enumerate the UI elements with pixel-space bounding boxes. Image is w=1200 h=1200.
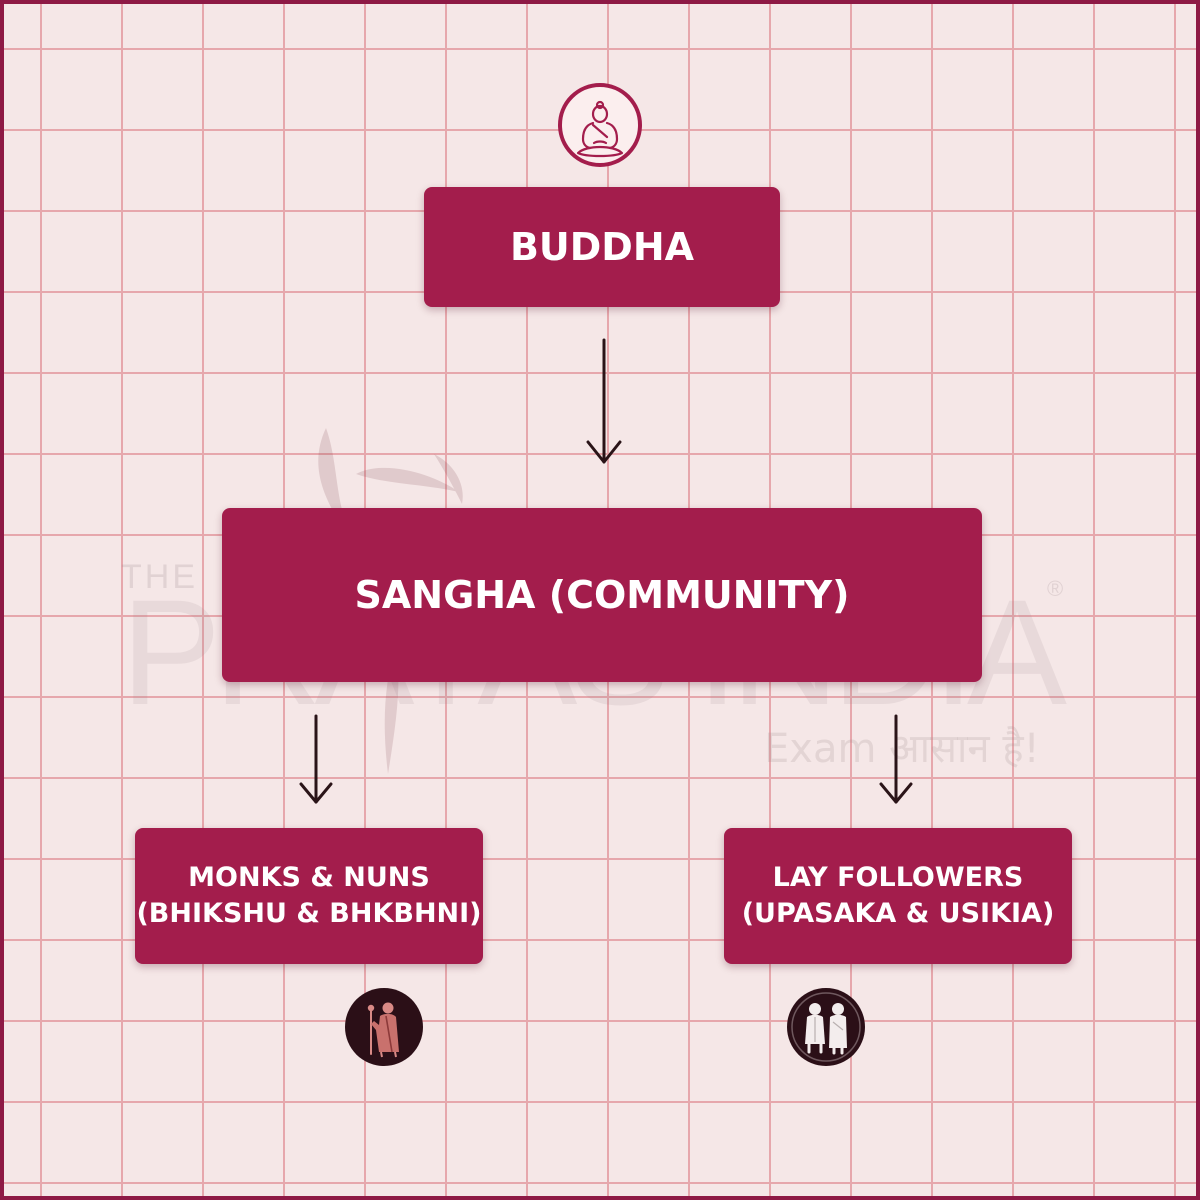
lay-followers-icon	[787, 988, 865, 1066]
arrow-sangha-to-lay-followers	[879, 714, 913, 804]
lay-followers-label: LAY FOLLOWERS	[772, 862, 1024, 893]
monks-nuns-label: MONKS & NUNS	[188, 862, 430, 893]
buddha-node: BUDDHA	[424, 187, 780, 307]
watermark-prefix: THE	[121, 558, 198, 596]
monk-icon	[345, 988, 423, 1066]
sangha-node: SANGHA (COMMUNITY)	[222, 508, 982, 682]
lay-followers-sublabel: (UPASAKA & USIKIA)	[741, 898, 1055, 929]
monks-nuns-sublabel: (BHIKSHU & BHKBHNI)	[136, 898, 482, 929]
arrow-buddha-to-sangha	[586, 338, 622, 464]
monks-nuns-node: MONKS & NUNS (BHIKSHU & BHKBHNI)	[135, 828, 483, 964]
buddha-label: BUDDHA	[509, 225, 695, 269]
lay-followers-node: LAY FOLLOWERS (UPASAKA & USIKIA)	[724, 828, 1072, 964]
watermark-registered-mark: ®	[1047, 576, 1063, 601]
buddha-icon	[558, 83, 642, 167]
arrow-sangha-to-monks	[299, 714, 333, 804]
sangha-label: SANGHA (COMMUNITY)	[354, 573, 850, 617]
